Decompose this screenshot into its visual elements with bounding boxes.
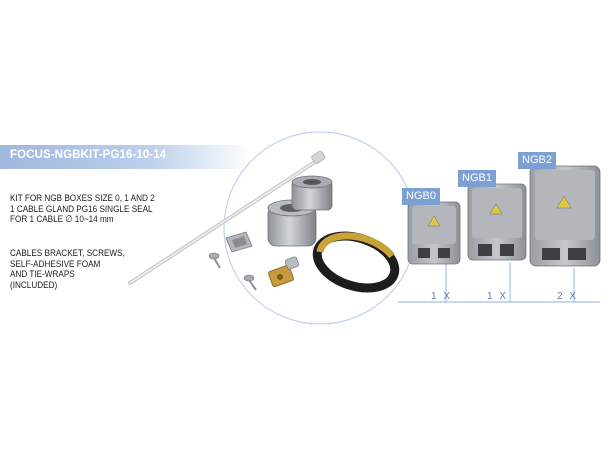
screw-icon (208, 252, 221, 269)
cable-tie-icon (128, 150, 326, 285)
cable-gland-icon (267, 175, 333, 247)
includes-line: (INCLUDED) (10, 279, 58, 291)
enclosure-box-icon (529, 165, 601, 267)
description-line: KIT FOR NGB BOXES SIZE 0, 1 AND 2 (10, 193, 155, 204)
includes-line: CABLES BRACKET, SCREWS, (10, 248, 125, 259)
kit-code: FOCUS-NGBKIT-PG16-10-14 (10, 149, 167, 161)
kit-code-banner: FOCUS-NGBKIT-PG16-10-14 (0, 145, 252, 169)
kit-includes: CABLES BRACKET, SCREWS, SELF-ADHESIVE FO… (10, 248, 125, 291)
quantity-ngb1: 1 X (487, 291, 509, 302)
quantity-ngb0: 1 X (431, 291, 453, 302)
cable-bracket-icon (225, 231, 253, 253)
quantity-ngb2: 2 X (557, 291, 579, 302)
box-label-ngb0: NGB0 (402, 188, 440, 205)
enclosure-box-icon (467, 183, 527, 261)
includes-line: SELF-ADHESIVE FOAM (10, 258, 101, 270)
screw-icon (243, 274, 257, 291)
adhesive-foam-ring-icon (312, 231, 400, 293)
box-label-ngb1: NGB1 (458, 170, 496, 187)
includes-line: AND TIE-WRAPS (10, 269, 75, 280)
enclosure-box-icon (407, 201, 461, 265)
box-label-ngb2: NGB2 (518, 152, 556, 169)
description-line: 1 CABLE GLAND PG16 SINGLE SEAL (10, 203, 153, 215)
description-line: FOR 1 CABLE ∅ 10~14 mm (10, 214, 114, 225)
kit-description: KIT FOR NGB BOXES SIZE 0, 1 AND 2 1 CABL… (10, 193, 155, 226)
clamp-icon (268, 256, 300, 288)
